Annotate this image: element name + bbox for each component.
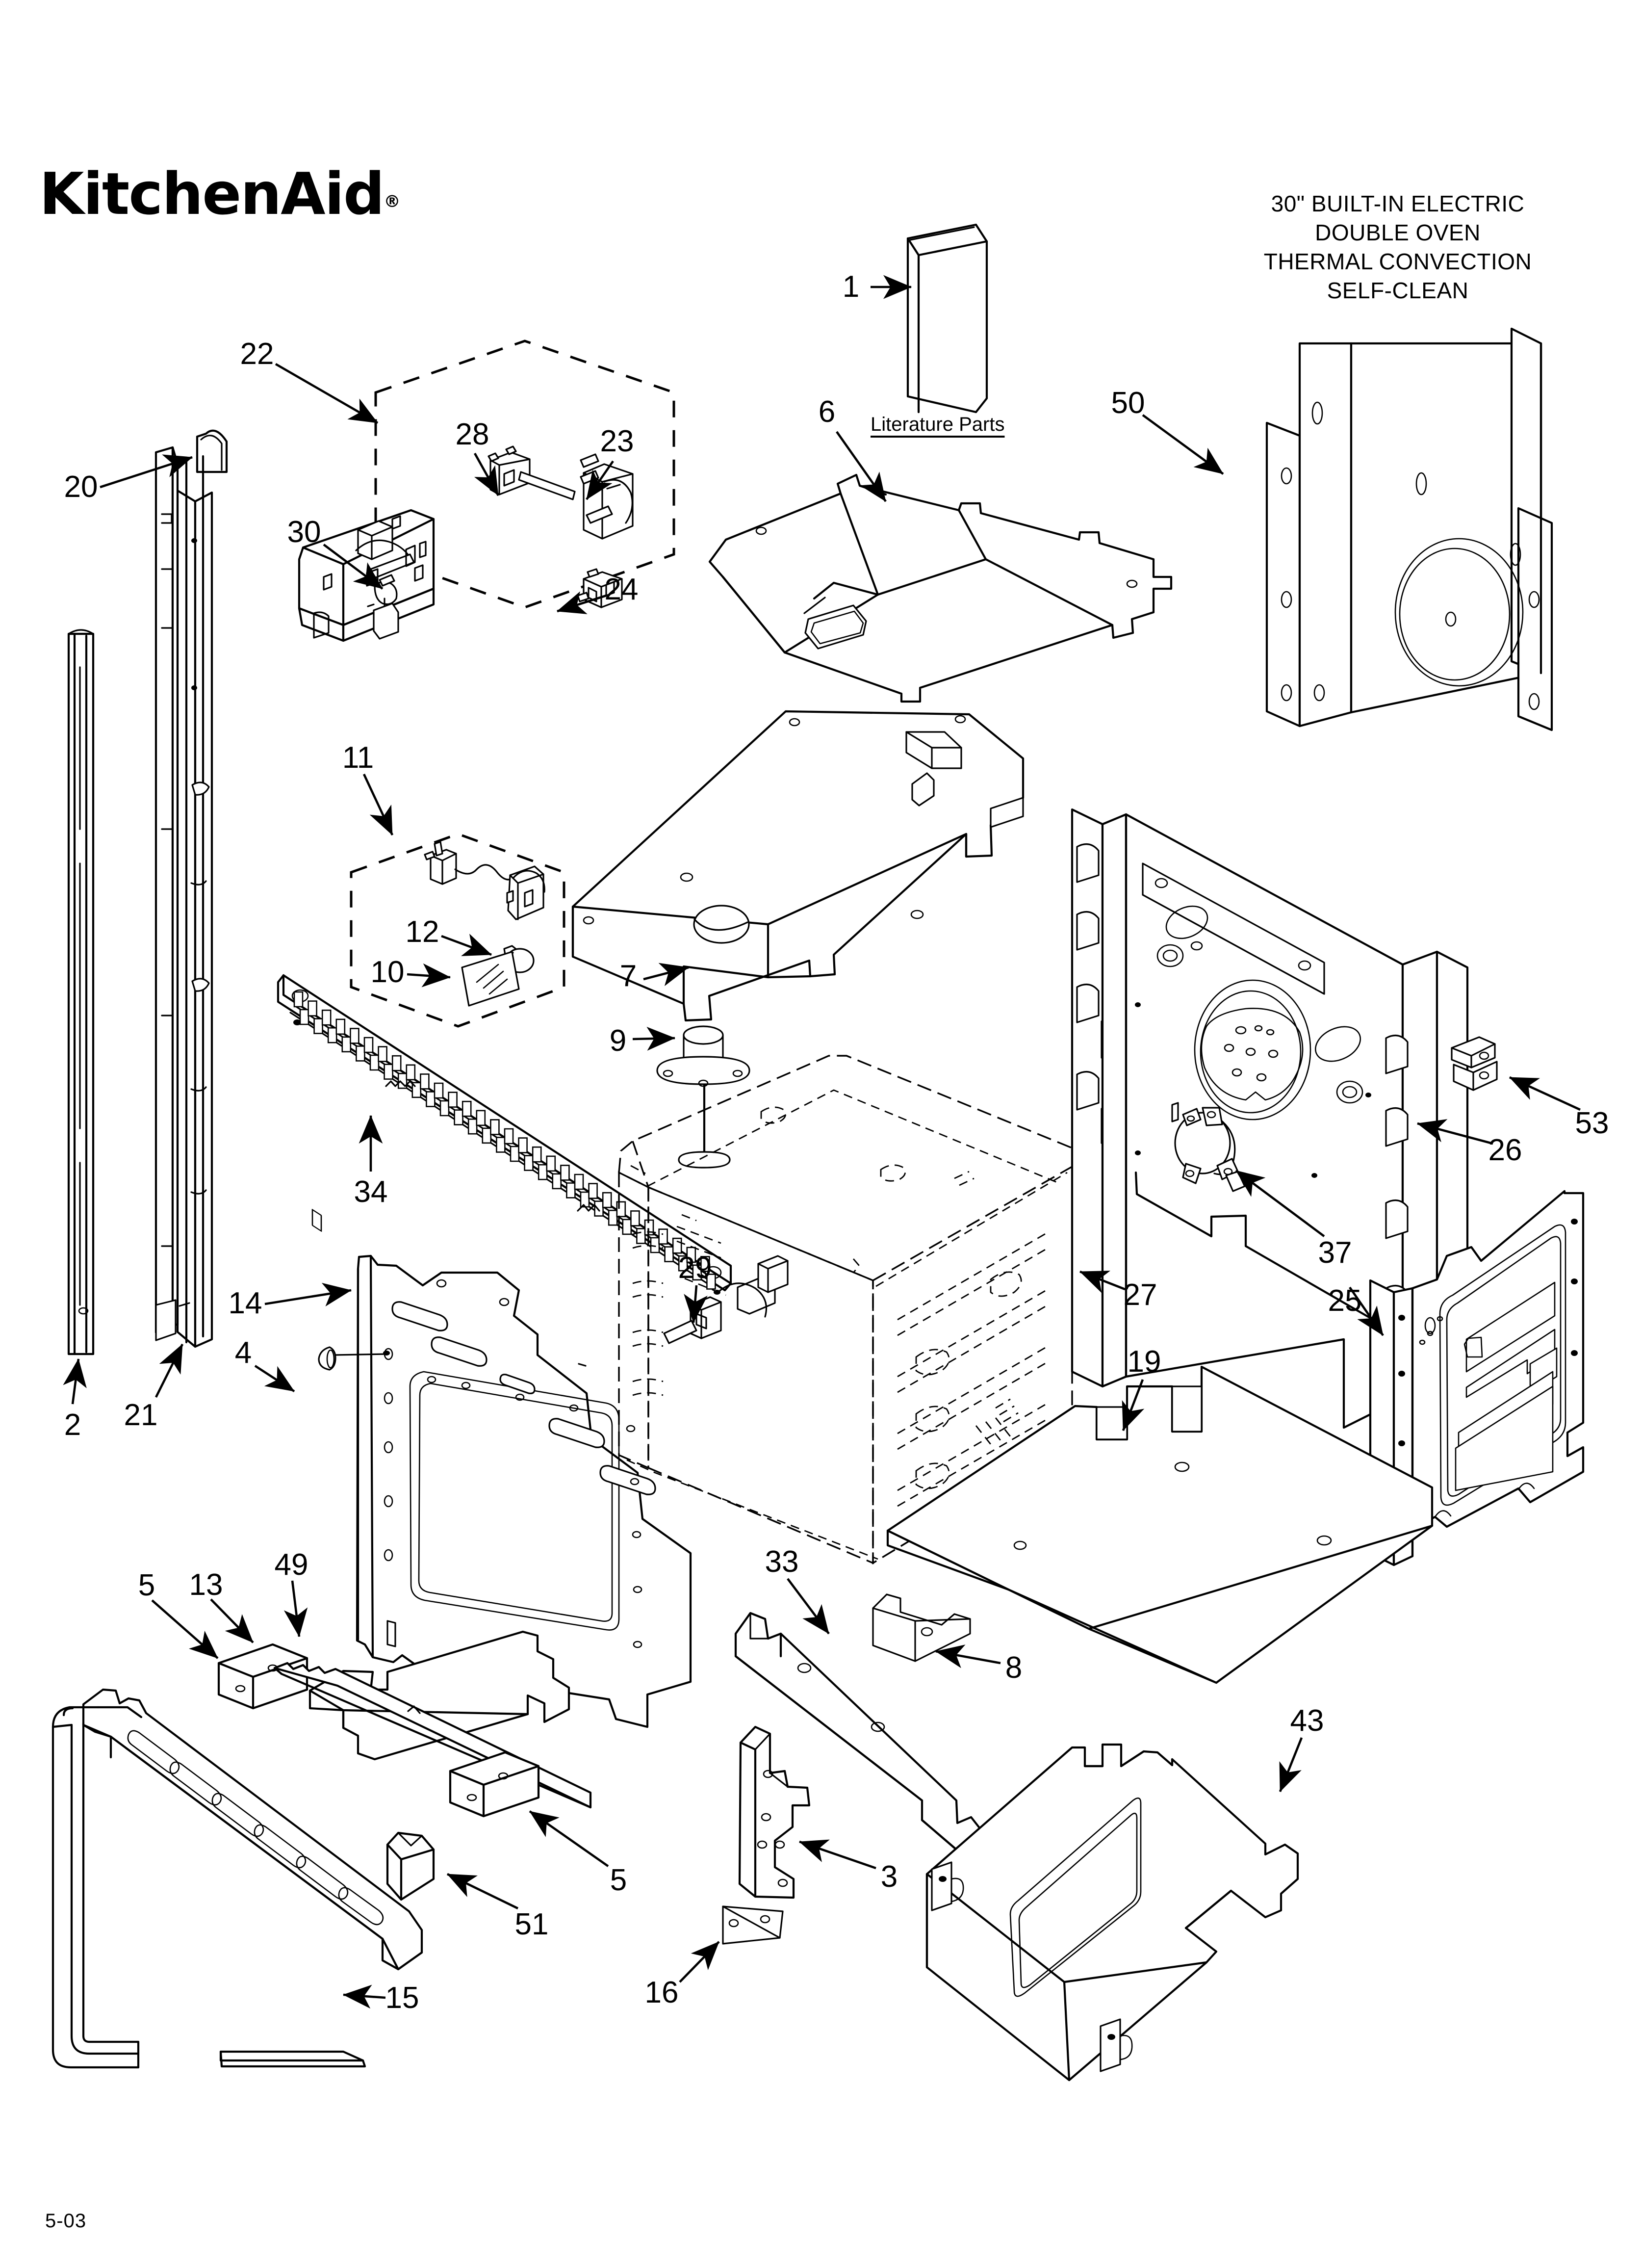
callout-rail-bracket: 49 — [274, 1548, 308, 1582]
part-rear-panel — [1265, 327, 1553, 731]
part-trim-end-cap — [196, 429, 228, 473]
group-outline-control-assembly — [374, 339, 675, 609]
callout-bottom-shelf-panel: 19 — [1127, 1345, 1161, 1379]
part-bottom-pan — [925, 1743, 1299, 2082]
part-door-gasket — [51, 1706, 366, 2069]
callout-mounting-clip: 8 — [1005, 1651, 1023, 1685]
callout-top-shield-deflector: 6 — [818, 395, 836, 429]
callout-control-assembly-group: 22 — [240, 337, 274, 371]
callout-front-frame-panel: 14 — [228, 1286, 262, 1320]
callout-support-rail: 33 — [765, 1545, 799, 1579]
callout-latch-assembly-bracket: 30 — [287, 515, 321, 549]
part-top-deck-panel — [571, 710, 1025, 1022]
callout-corner-gusset: 16 — [644, 1976, 679, 2009]
group-outline-light-assembly — [350, 833, 565, 1028]
callout-door-latch-switch: 28 — [455, 417, 489, 451]
part-side-bracket — [738, 1725, 811, 1899]
callout-top-deck-panel: 7 — [619, 959, 637, 993]
part-light-bulb — [424, 841, 545, 973]
callout-vent-grille-trim: 34 — [354, 1175, 388, 1209]
callout-bottom-pan: 43 — [1290, 1704, 1324, 1738]
title-line-4: SELF-CLEAN — [1327, 277, 1469, 303]
part-wire-clip — [1451, 1036, 1498, 1091]
callout-thermal-limiter: 37 — [1318, 1236, 1352, 1270]
title-block: 30" BUILT-IN ELECTRIC DOUBLE OVEN THERMA… — [1211, 189, 1584, 305]
part-vent-tube-assembly — [656, 1025, 750, 1169]
callout-literature-manual: 1 — [842, 270, 860, 304]
title-line-1: 30" BUILT-IN ELECTRIC — [1271, 191, 1525, 216]
callout-side-trim-strip: 2 — [64, 1408, 81, 1442]
callout-side-panel-liner: 25 — [1328, 1284, 1362, 1318]
part-oven-cavity-liner — [618, 1055, 1073, 1565]
callout-side-bracket: 3 — [880, 1860, 898, 1894]
callout-rear-panel: 50 — [1111, 386, 1145, 420]
kitchenaid-logo: KitchenAid® — [39, 165, 401, 223]
callout-light-lens: 10 — [370, 955, 405, 989]
page-code: 5-03 — [45, 2210, 87, 2232]
part-side-trim-panel — [154, 446, 213, 1348]
part-spacer-block-right — [449, 1751, 540, 1818]
callout-end-cap-wedge: 51 — [514, 1907, 549, 1941]
callout-wire-clip: 53 — [1575, 1106, 1609, 1140]
title-line-2: DOUBLE OVEN — [1315, 219, 1481, 245]
callout-latch-motor: 23 — [600, 424, 634, 458]
part-side-trim-strip — [67, 629, 95, 1356]
callout-vent-tube-assembly: 9 — [609, 1024, 627, 1058]
registered-mark: ® — [384, 192, 401, 211]
brand-wordmark: KitchenAid — [39, 160, 385, 228]
part-end-cap-wedge — [386, 1831, 435, 1901]
part-thermal-limiter — [1174, 1107, 1246, 1192]
part-frame-screw-pin — [318, 1346, 388, 1371]
part-top-shield-deflector — [708, 473, 1173, 703]
part-support-rail — [734, 1612, 983, 1851]
literature-parts-label: Literature Parts — [871, 414, 1005, 435]
part-front-frame-panel — [356, 1254, 692, 1728]
part-mounting-clip — [872, 1593, 971, 1662]
part-light-lens — [461, 951, 520, 1007]
part-corner-gusset — [722, 1905, 784, 1945]
callout-spacer-block-right: 5 — [610, 1863, 627, 1897]
callout-side-trim-panel: 21 — [124, 1398, 158, 1432]
callout-oven-sensor-probe: 29 — [678, 1251, 712, 1285]
callout-front-trim-strip: 13 — [189, 1568, 223, 1602]
callout-oven-cavity-liner: 27 — [1123, 1278, 1157, 1312]
callout-spacer-block: 5 — [138, 1568, 155, 1602]
title-line-3: THERMAL CONVECTION — [1263, 248, 1532, 274]
part-rail-bracket — [308, 1630, 570, 1761]
callout-frame-screw-pin: 4 — [234, 1336, 252, 1370]
callout-oven-light-assembly-group: 11 — [342, 741, 374, 775]
part-literature-manual — [906, 223, 988, 414]
part-handle-trim — [82, 1688, 423, 1971]
part-bottom-shelf-panel — [886, 1365, 1434, 1684]
callout-rear-side-rail: 26 — [1488, 1133, 1522, 1167]
callout-trim-end-cap: 20 — [64, 470, 98, 504]
leader-lines — [63, 275, 1581, 2009]
callout-light-bulb: 12 — [405, 915, 439, 949]
part-vent-grille-trim — [277, 974, 732, 1295]
callout-door-gasket: 15 — [385, 1981, 419, 2015]
callout-micro-switch: 24 — [604, 573, 639, 606]
part-rear-side-rail — [1071, 808, 1469, 1429]
